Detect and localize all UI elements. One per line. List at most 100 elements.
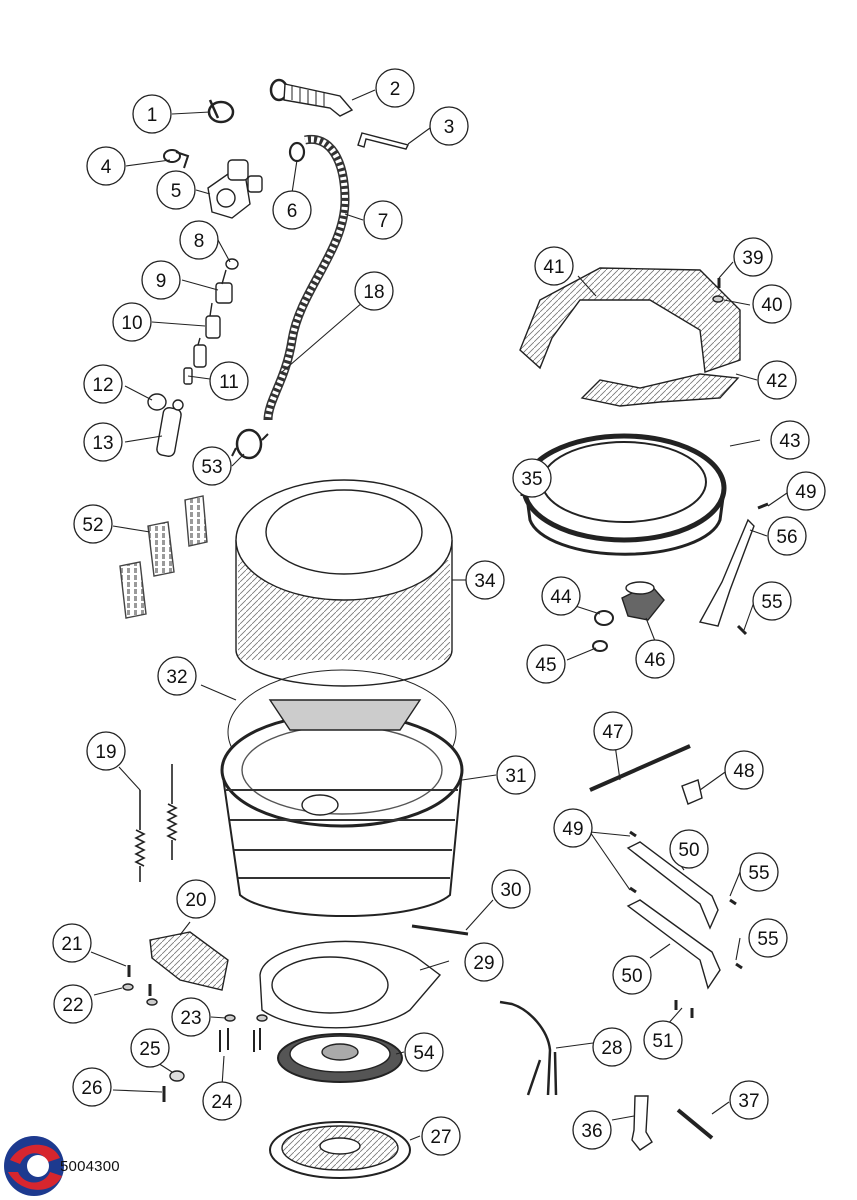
callout-55: 55	[748, 918, 788, 958]
callout-label: 41	[543, 257, 564, 278]
callout-circle	[83, 364, 123, 404]
callout-circle	[526, 644, 566, 684]
callout-label: 27	[430, 1127, 451, 1148]
callout-label: 44	[550, 587, 572, 608]
callout-34: 34	[465, 560, 505, 600]
callout-circle	[643, 1020, 683, 1060]
callout-label: 11	[219, 372, 239, 393]
callout-circle	[132, 94, 172, 134]
callout-label: 31	[505, 766, 526, 787]
callout-label: 39	[742, 248, 763, 269]
callout-54: 54	[404, 1032, 444, 1072]
callout-12: 12	[83, 364, 123, 404]
callout-53: 53	[192, 446, 232, 486]
callout-circle	[572, 1110, 612, 1150]
stator-27-part	[269, 1121, 411, 1179]
callout-circle	[729, 1080, 769, 1120]
callout-label: 28	[601, 1038, 622, 1059]
callout-36: 36	[572, 1110, 612, 1150]
callout-label: 37	[738, 1091, 759, 1112]
cap-part	[147, 393, 167, 411]
callout-label: 23	[180, 1008, 201, 1029]
bracket-20-part	[149, 931, 229, 991]
callout-label: 45	[535, 655, 556, 676]
callout-circle	[202, 1081, 242, 1121]
part-37-part	[676, 1108, 714, 1140]
clamp-5-part	[288, 141, 306, 163]
callout-circle	[553, 808, 593, 848]
callout-label: 26	[81, 1078, 102, 1099]
callout-circle	[786, 471, 826, 511]
callout-circle	[73, 504, 113, 544]
callout-label: 35	[521, 469, 542, 490]
bracket-42-part	[580, 373, 740, 407]
callout-label: 52	[82, 515, 103, 536]
callout-23: 23	[171, 997, 211, 1037]
callout-50: 50	[669, 829, 709, 869]
damper-50-part	[626, 841, 719, 930]
clip-55-part	[736, 624, 748, 636]
callout-35: 35	[512, 458, 552, 498]
callout-circle	[748, 918, 788, 958]
top-bracket-41-part	[519, 267, 741, 373]
callout-circle	[752, 284, 792, 324]
bolts-24-part	[219, 1028, 261, 1052]
small-clamp-part	[163, 149, 190, 169]
callout-circle	[767, 516, 807, 556]
callout-label: 51	[652, 1031, 673, 1052]
callout-circle	[770, 420, 810, 460]
washer-40-part	[712, 295, 724, 303]
callout-label: 19	[95, 742, 116, 763]
callout-label: 48	[733, 761, 754, 782]
callout-51: 51	[643, 1020, 683, 1060]
callout-3: 3	[429, 106, 469, 146]
callout-44: 44	[541, 576, 581, 616]
callout-circle	[209, 361, 249, 401]
callout-18: 18	[354, 271, 394, 311]
callout-6: 6	[272, 190, 312, 230]
callout-circle	[429, 106, 469, 146]
callout-circle	[176, 879, 216, 919]
callout-label: 55	[761, 592, 782, 613]
callout-label: 18	[363, 282, 384, 303]
callout-circle	[421, 1116, 461, 1156]
callout-circle	[592, 1027, 632, 1067]
pressure-sensor-part	[156, 399, 184, 457]
document-code: 5004300	[60, 1158, 120, 1175]
hose-clamp-part	[207, 99, 235, 124]
callout-26: 26	[72, 1067, 112, 1107]
callout-label: 3	[444, 117, 455, 138]
callout-21: 21	[52, 923, 92, 963]
drain-hose-part	[263, 134, 350, 421]
brand-logo-icon	[4, 1136, 64, 1196]
callout-9: 9	[141, 260, 181, 300]
callout-label: 9	[156, 271, 167, 292]
callout-label: 46	[644, 650, 665, 671]
callout-46: 46	[635, 639, 675, 679]
callout-4: 4	[86, 146, 126, 186]
screw-49-part	[757, 502, 769, 510]
callout-circle	[179, 220, 219, 260]
rotor-54-part	[277, 1033, 403, 1083]
callout-41: 41	[534, 246, 574, 286]
callout-29: 29	[464, 942, 504, 982]
callout-label: 2	[390, 79, 401, 100]
callout-circle	[83, 422, 123, 462]
callout-circle	[363, 200, 403, 240]
suspension-springs-part	[134, 764, 178, 882]
callout-circle	[141, 260, 181, 300]
callout-circle	[612, 955, 652, 995]
callout-label: 54	[413, 1043, 435, 1064]
callout-13: 13	[83, 422, 123, 462]
washer-25-part	[169, 1070, 185, 1082]
callout-label: 36	[581, 1121, 602, 1142]
rod-47-part	[589, 744, 691, 792]
callout-1: 1	[132, 94, 172, 134]
callout-label: 50	[621, 966, 642, 987]
callout-label: 13	[92, 433, 113, 454]
callout-31: 31	[496, 755, 536, 795]
callout-10: 10	[112, 302, 152, 342]
clip-48-part	[681, 779, 703, 805]
callout-label: 49	[795, 482, 816, 503]
